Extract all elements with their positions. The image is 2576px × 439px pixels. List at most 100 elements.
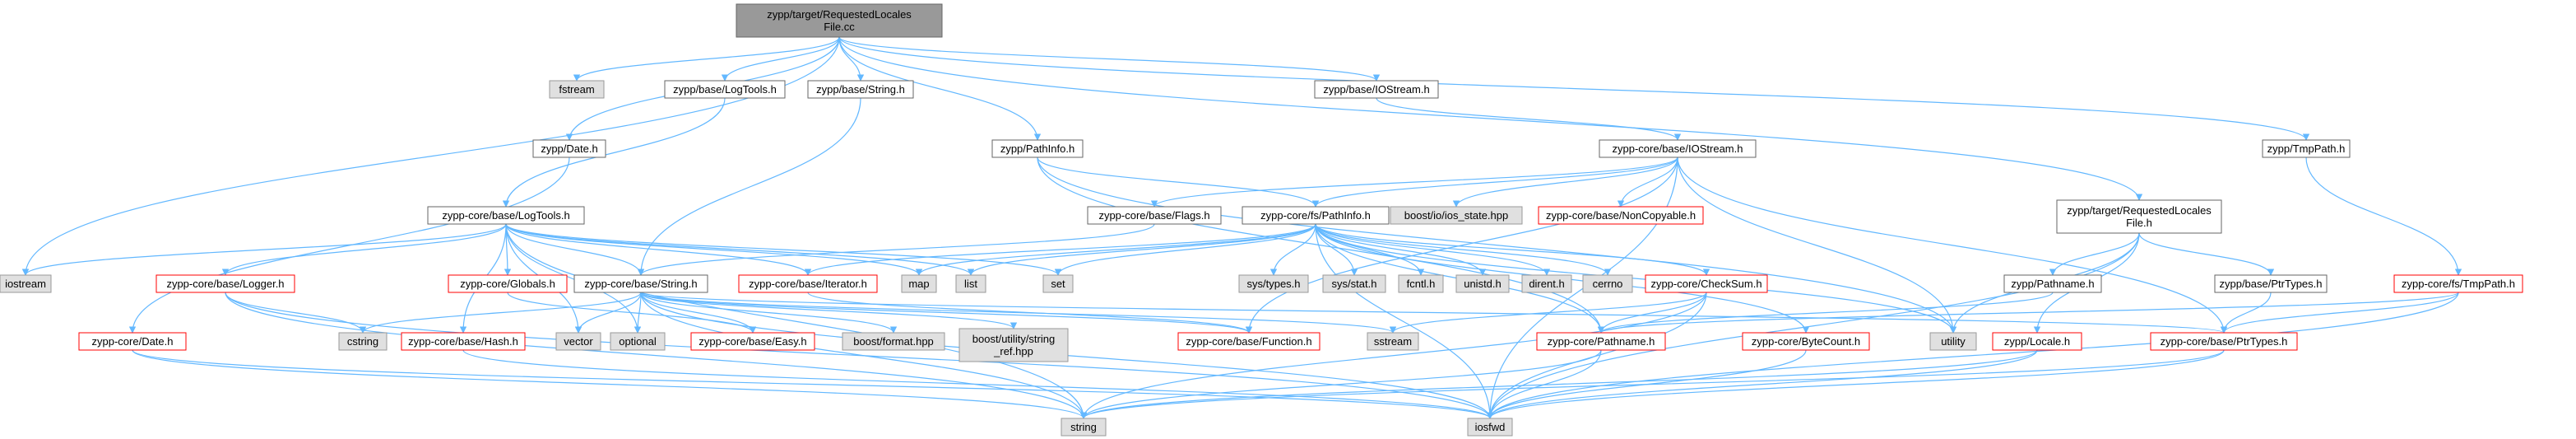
- node-boost-string-ref[interactable]: boost/utility/string_ref.hpp: [958, 328, 1069, 362]
- edge-root-to-pathinfo_h: [838, 36, 1042, 141]
- node-label: utility: [1941, 335, 1966, 348]
- edge-core_string_h-to-string: [640, 292, 1088, 419]
- node-core-pathname-h[interactable]: zypp-core/Pathname.h: [1536, 332, 1666, 351]
- edge-core_pathname_h-to-iosfwd: [1486, 349, 1602, 419]
- node-pathname-h[interactable]: zypp/Pathname.h: [2003, 274, 2102, 293]
- node-sys-stat[interactable]: sys/stat.h: [1322, 274, 1386, 293]
- edge-iostream_h-to-core_iostream_h: [1376, 97, 1682, 141]
- node-core-logtools-h[interactable]: zypp-core/base/LogTools.h: [427, 206, 585, 225]
- node-cstring[interactable]: cstring: [338, 332, 388, 351]
- node-core-date-h[interactable]: zypp-core/Date.h: [78, 332, 187, 351]
- node-iostream-h[interactable]: zypp/base/IOStream.h: [1314, 80, 1439, 99]
- node-label: zypp-core/fs/TmpPath.h: [2402, 278, 2515, 290]
- node-fcntl[interactable]: fcntl.h: [1398, 274, 1444, 293]
- node-vector[interactable]: vector: [555, 332, 601, 351]
- node-label: zypp-core/CheckSum.h: [1650, 278, 1761, 290]
- node-core-function-h[interactable]: zypp-core/base/Function.h: [1177, 332, 1320, 351]
- node-box: [427, 206, 585, 225]
- node-core-checksum-h[interactable]: zypp-core/CheckSum.h: [1645, 274, 1768, 293]
- node-map[interactable]: map: [901, 274, 937, 293]
- node-box: [1645, 274, 1768, 293]
- edge-core_string_h-to-sstream: [640, 292, 1396, 334]
- node-label: File.h: [2126, 217, 2152, 229]
- edge-core_pathinfo_h-to-list: [967, 223, 1316, 276]
- node-unistd[interactable]: unistd.h: [1455, 274, 1510, 293]
- node-iostream[interactable]: iostream: [0, 274, 52, 293]
- node-optional[interactable]: optional: [610, 332, 666, 351]
- node-label: zypp-core/base/LogTools.h: [442, 209, 569, 222]
- node-dirent[interactable]: dirent.h: [1521, 274, 1572, 293]
- node-core-flags-h[interactable]: zypp-core/base/Flags.h: [1087, 206, 1222, 225]
- node-log-tools-h[interactable]: zypp/base/LogTools.h: [664, 80, 786, 99]
- node-box: [1521, 274, 1572, 293]
- edge-core_tmppath_h-to-core_ptrtypes_h: [2220, 292, 2459, 334]
- node-label: zypp/base/PtrTypes.h: [2219, 278, 2322, 290]
- node-label: zypp/Pathname.h: [2011, 278, 2094, 290]
- node-label: zypp-core/base/IOStream.h: [1613, 142, 1743, 155]
- node-core-bytecount-h[interactable]: zypp-core/ByteCount.h: [1742, 332, 1870, 351]
- node-core-hash-h[interactable]: zypp-core/base/Hash.h: [401, 332, 526, 351]
- node-date-h[interactable]: zypp/Date.h: [532, 139, 606, 158]
- node-boost-ios-state[interactable]: boost/io/ios_state.hpp: [1390, 206, 1523, 225]
- node-box: [2003, 274, 2102, 293]
- node-list[interactable]: list: [955, 274, 986, 293]
- node-core-iterator-h[interactable]: zypp-core/base/Iterator.h: [738, 274, 878, 293]
- node-string-h[interactable]: zypp/base/String.h: [807, 80, 914, 99]
- node-label: boost/format.hpp: [853, 335, 934, 348]
- node-box: [610, 332, 666, 351]
- node-box: [807, 80, 914, 99]
- edge-core_string_h-to-optional: [634, 292, 642, 334]
- edge-core_pathinfo_h-to-set: [1054, 223, 1316, 276]
- node-sys-types[interactable]: sys/types.h: [1238, 274, 1309, 293]
- node-box: [2214, 274, 2328, 293]
- node-boost-format[interactable]: boost/format.hpp: [842, 332, 945, 351]
- node-label: zypp-core/Date.h: [92, 335, 174, 348]
- node-label: sys/types.h: [1246, 278, 1300, 290]
- node-label: zypp-core/base/Function.h: [1186, 335, 1311, 348]
- node-box: [2393, 274, 2523, 293]
- node-core-easy-h[interactable]: zypp-core/base/Easy.h: [690, 332, 815, 351]
- node-core-logger-h[interactable]: zypp-core/base/Logger.h: [155, 274, 295, 293]
- node-locale-h[interactable]: zypp/Locale.h: [1992, 332, 2082, 351]
- node-box: [1367, 332, 1419, 351]
- node-utility[interactable]: utility: [1929, 332, 1977, 351]
- node-label: zypp/base/String.h: [816, 83, 905, 96]
- node-fstream[interactable]: fstream: [549, 80, 605, 99]
- node-box: [555, 332, 601, 351]
- node-core-tmppath-h[interactable]: zypp-core/fs/TmpPath.h: [2393, 274, 2523, 293]
- edge-core_string_h-to-cstring: [359, 292, 642, 334]
- node-label: zypp/Date.h: [541, 142, 597, 155]
- node-pathinfo-h[interactable]: zypp/PathInfo.h: [991, 139, 1084, 158]
- node-label: iostream: [5, 278, 46, 290]
- edge-core_pathinfo_h-to-map: [915, 223, 1316, 276]
- node-core-iostream-h[interactable]: zypp-core/base/IOStream.h: [1599, 139, 1757, 158]
- node-label: zypp/PathInfo.h: [1000, 142, 1074, 155]
- node-core-pathinfo-h[interactable]: zypp-core/fs/PathInfo.h: [1242, 206, 1390, 225]
- node-core-noncopyable[interactable]: zypp-core/base/NonCopyable.h: [1538, 206, 1704, 225]
- node-set[interactable]: set: [1042, 274, 1074, 293]
- edge-core_logger_h-to-cstring: [225, 292, 367, 334]
- node-label: zypp/Locale.h: [2004, 335, 2070, 348]
- node-core-ptrtypes-h[interactable]: zypp-core/base/PtrTypes.h: [2150, 332, 2298, 351]
- edge-pathinfo_h-to-utility: [1037, 156, 1957, 334]
- node-core-string-h[interactable]: zypp-core/base/String.h: [573, 274, 708, 293]
- node-label: set: [1051, 278, 1065, 290]
- node-iosfwd[interactable]: iosfwd: [1467, 418, 1513, 437]
- node-sstream[interactable]: sstream: [1367, 332, 1419, 351]
- edge-core_checksum_h-to-iosfwd: [1486, 292, 1707, 419]
- edge-core_pathinfo_h-to-cerrno: [1315, 223, 1612, 276]
- edge-locale_h-to-iosfwd: [1486, 349, 2038, 419]
- node-box: [549, 80, 605, 99]
- node-label: optional: [619, 335, 657, 348]
- node-string[interactable]: string: [1061, 418, 1107, 437]
- node-ptrtypes-h[interactable]: zypp/base/PtrTypes.h: [2214, 274, 2328, 293]
- node-label: zypp/base/LogTools.h: [673, 83, 777, 96]
- node-core-globals-h[interactable]: zypp-core/Globals.h: [448, 274, 568, 293]
- node-box: [78, 332, 187, 351]
- node-tmppath-h[interactable]: zypp/TmpPath.h: [2262, 139, 2351, 158]
- node-cerrno[interactable]: cerrno: [1582, 274, 1633, 293]
- edge-core_string_h-to-vector: [574, 292, 642, 334]
- edge-core_ptrtypes_h-to-string: [1080, 349, 2225, 419]
